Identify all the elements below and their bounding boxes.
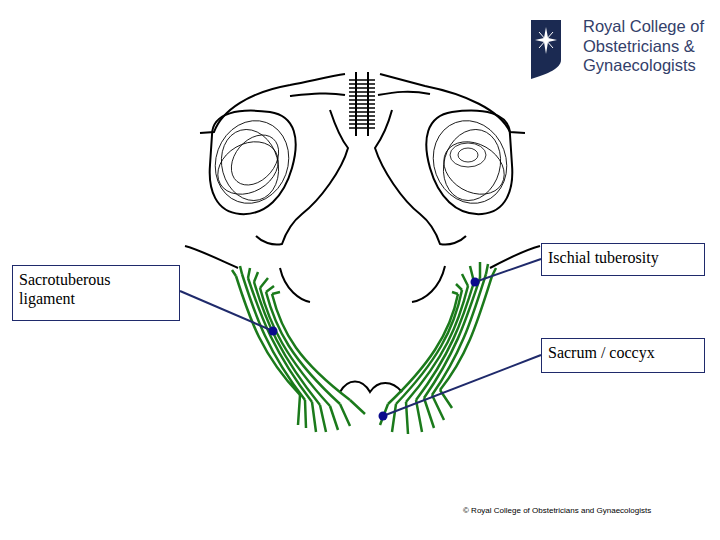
left-pubic-outline bbox=[280, 268, 310, 302]
sacrotuberous-ligaments bbox=[232, 262, 496, 434]
left-iliac-crest bbox=[200, 74, 345, 133]
left-inner-line bbox=[290, 93, 345, 96]
left-head-hatch bbox=[208, 131, 287, 205]
left-ligament-band bbox=[236, 274, 350, 406]
leader-dot bbox=[471, 278, 480, 287]
left-femoral-head bbox=[210, 111, 296, 214]
shield-star-rays bbox=[539, 32, 553, 48]
coccyx-outline bbox=[340, 382, 402, 393]
callout-label: Sacrum / coccyx bbox=[548, 343, 698, 362]
leader-dot bbox=[379, 412, 388, 421]
right-head-hatch bbox=[422, 110, 518, 214]
right-head-hatch bbox=[450, 143, 486, 167]
right-lower-outline bbox=[490, 246, 540, 268]
right-head-hatch bbox=[458, 148, 478, 162]
leader-line bbox=[383, 355, 541, 416]
logo-shield bbox=[531, 20, 561, 79]
shield-star bbox=[535, 27, 557, 54]
leader-line bbox=[475, 259, 541, 282]
right-pubic-outline bbox=[412, 266, 445, 302]
right-femoral-head bbox=[426, 111, 512, 214]
callout-label: Ischial tuberosity bbox=[548, 248, 698, 267]
leader-dots bbox=[269, 278, 480, 421]
shield-shape bbox=[531, 20, 561, 79]
left-lower-outline bbox=[185, 246, 238, 268]
copyright-note: © Royal College of Obstetricians and Gyn… bbox=[463, 506, 703, 516]
logo-text: Royal College of Obstetricians & Gynaeco… bbox=[583, 17, 720, 76]
right-ligament-band bbox=[388, 274, 492, 404]
right-inner-line bbox=[378, 92, 430, 95]
leader-lines bbox=[180, 259, 541, 416]
callout-box: Ischial tuberosity bbox=[541, 243, 705, 276]
right-head-hatch bbox=[434, 131, 513, 205]
callout-box: Sacrotuberous ligament bbox=[12, 265, 180, 321]
pelvis-outline bbox=[185, 74, 540, 392]
femoral-heads bbox=[204, 110, 518, 214]
callout-label: Sacrotuberous ligament bbox=[19, 270, 139, 308]
spine-rungs bbox=[349, 80, 375, 128]
leader-line bbox=[180, 291, 273, 331]
spine bbox=[349, 72, 375, 136]
left-head-hatch bbox=[204, 110, 300, 214]
left-ligament-fan bbox=[298, 395, 365, 432]
callout-box: Sacrum / coccyx bbox=[541, 338, 705, 373]
right-head-hatch bbox=[436, 123, 509, 207]
left-ligament-fan bbox=[232, 266, 280, 294]
leader-dot bbox=[269, 327, 278, 336]
left-inner-pelvis bbox=[256, 110, 348, 245]
right-inner-pelvis bbox=[375, 110, 466, 245]
